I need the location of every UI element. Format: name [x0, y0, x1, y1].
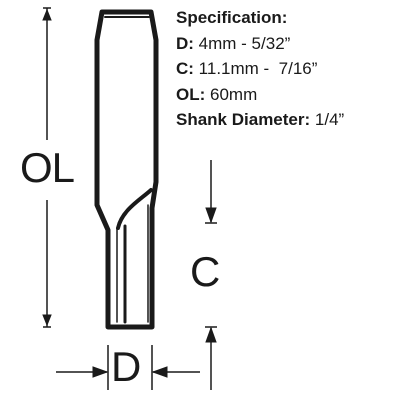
spec-key: C:	[176, 59, 194, 78]
spec-line-shank: Shank Diameter: 1/4”	[176, 107, 344, 133]
spec-line-d: D: 4mm - 5/32”	[176, 31, 344, 57]
ol-dimension	[42, 7, 52, 328]
ol-bottom-arrowhead	[42, 314, 52, 327]
bit-shank-outline	[94, 9, 159, 330]
ol-top-arrowhead	[42, 8, 52, 21]
c-label: C	[190, 248, 221, 295]
d-label: D	[111, 343, 142, 390]
spec-key: OL:	[176, 84, 206, 104]
spec-value: 1/4”	[310, 110, 345, 129]
c-dimension	[205, 160, 217, 390]
spec-value: 11.1mm - 7/16”	[193, 59, 318, 78]
spec-line-c: C: 11.1mm - 7/16”	[176, 56, 344, 82]
d-dimension	[56, 345, 200, 390]
specification-panel: Specification: D: 4mm - 5/32” C: 11.1mm …	[176, 5, 344, 133]
d-left-arrowhead	[92, 366, 109, 378]
d-right-arrowhead	[151, 366, 168, 378]
spec-line-ol: OL: 60mm	[176, 82, 344, 108]
ol-label: OL	[20, 144, 75, 191]
spec-value: 4mm - 5/32”	[193, 33, 291, 53]
spec-title: Specification:	[176, 8, 288, 27]
spec-key: D:	[176, 33, 194, 53]
c-top-arrowhead	[205, 207, 217, 224]
bit-flute-line	[116, 188, 153, 230]
spec-key: Shank Diameter:	[176, 110, 311, 129]
spec-value: 60mm	[205, 84, 258, 104]
